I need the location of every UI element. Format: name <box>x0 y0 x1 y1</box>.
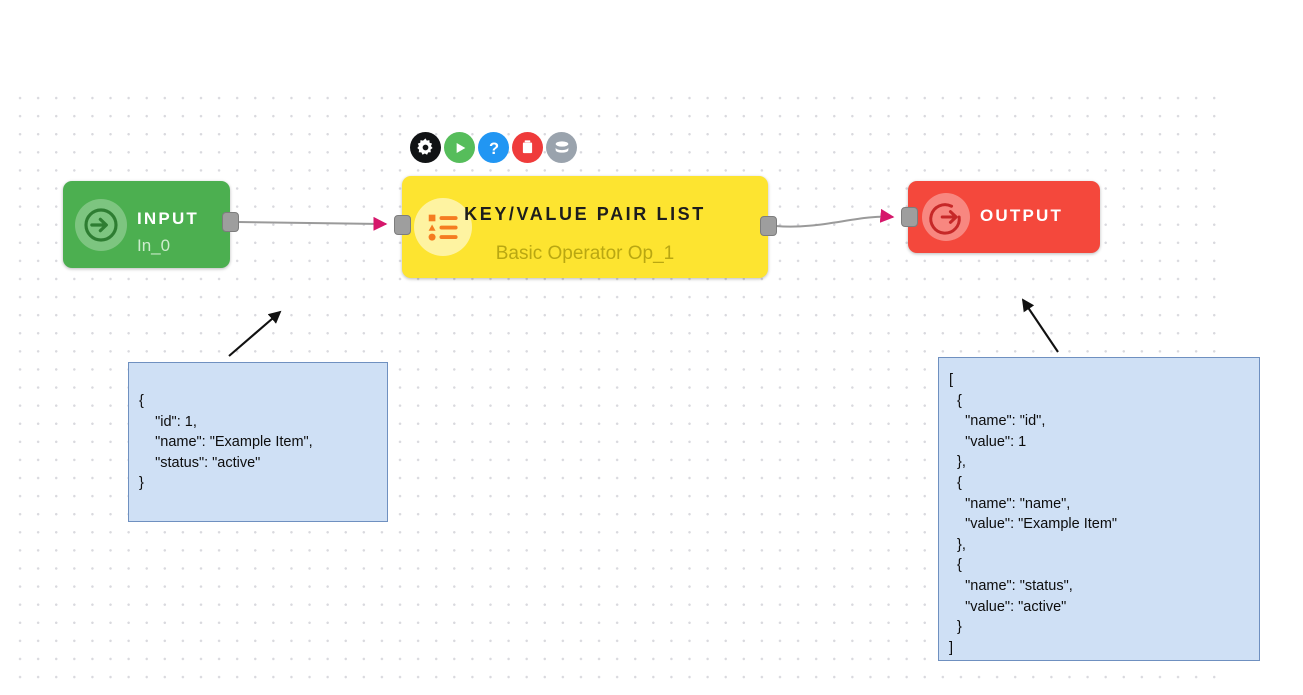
node-input-title: INPUT <box>137 209 199 228</box>
node-output-title: OUTPUT <box>980 206 1064 225</box>
port-operator-output[interactable] <box>760 216 777 236</box>
help-icon[interactable]: ? <box>478 132 509 163</box>
delete-icon[interactable] <box>512 132 543 163</box>
node-operator-subtitle: Basic Operator Op_1 <box>495 243 675 264</box>
settings-icon[interactable] <box>410 132 441 163</box>
node-input-subtitle: In_0 <box>137 236 171 255</box>
node-operator-title: KEY/VALUE PAIR LIST <box>464 204 706 224</box>
arrow-out-of-circle-icon <box>922 193 970 241</box>
arrow-into-circle-icon <box>75 199 127 251</box>
node-input[interactable]: INPUT In_0 <box>63 181 230 268</box>
annotation-output-sample: [ { "name": "id", "value": 1 }, { "name"… <box>938 357 1260 661</box>
annotation-input-sample: { "id": 1, "name": "Example Item", "stat… <box>128 362 388 522</box>
node-operator[interactable]: KEY/VALUE PAIR LIST Basic Operator Op_1 <box>402 176 768 278</box>
database-icon[interactable] <box>546 132 577 163</box>
port-operator-input[interactable] <box>394 215 411 235</box>
node-toolbar: ? <box>410 132 577 163</box>
run-icon[interactable] <box>444 132 475 163</box>
svg-text:?: ? <box>488 139 498 157</box>
bulleted-list-icon <box>414 198 472 256</box>
node-output[interactable]: OUTPUT <box>908 181 1100 253</box>
port-input-output[interactable] <box>222 212 239 232</box>
port-output-input[interactable] <box>901 207 918 227</box>
